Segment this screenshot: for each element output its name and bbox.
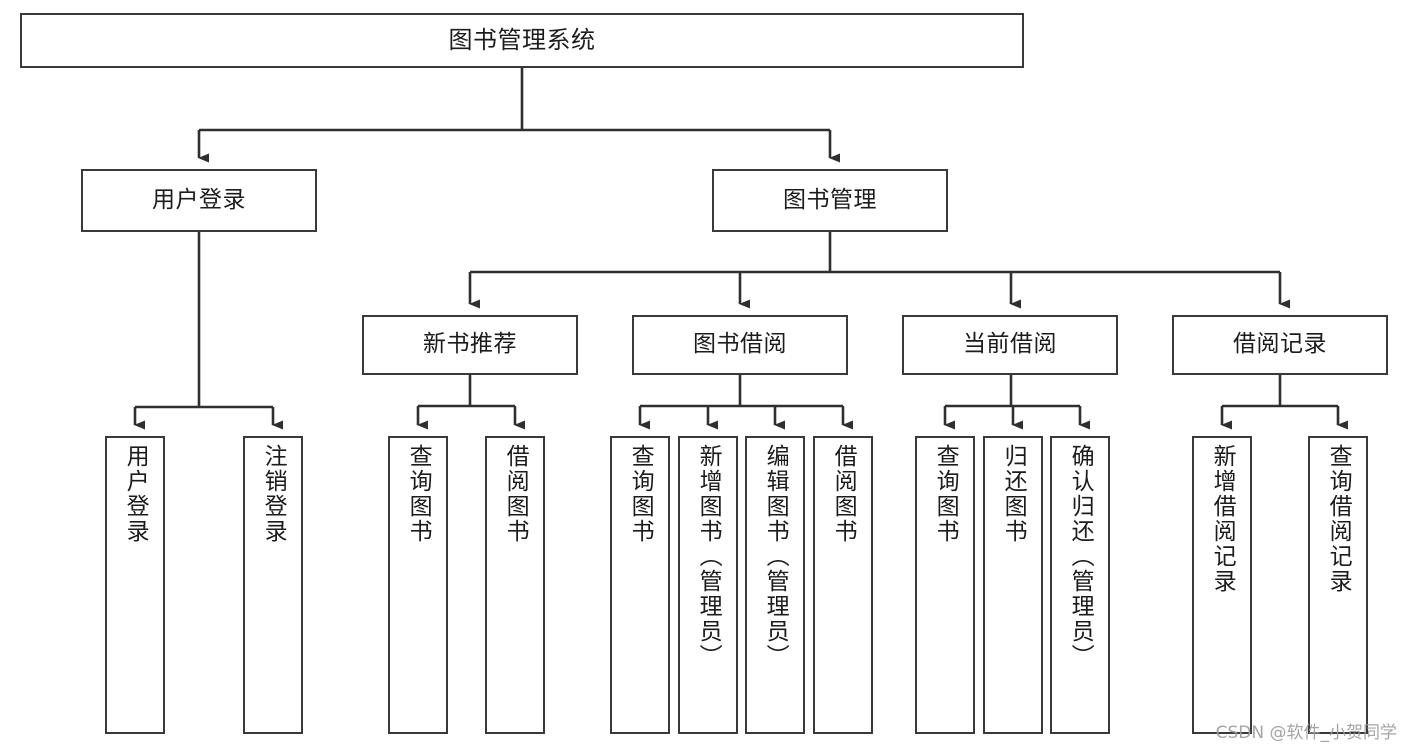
node-label: 新书推荐 <box>423 331 517 358</box>
node-label: 用户登录 <box>122 444 149 544</box>
node-label: 编辑图书（管理员） <box>762 444 789 669</box>
leaf-user-login[interactable]: 用户登录 <box>105 436 165 734</box>
node-user-login[interactable]: 用户登录 <box>81 169 317 232</box>
node-label: 查询借阅记录 <box>1325 444 1352 594</box>
node-book-management[interactable]: 图书管理 <box>712 169 948 232</box>
leaf-borrow-book-2[interactable]: 借阅图书 <box>813 436 873 734</box>
node-label: 查询图书 <box>405 444 432 544</box>
node-label: 图书借阅 <box>693 331 787 358</box>
node-label: 用户登录 <box>152 186 246 213</box>
leaf-confirm-return[interactable]: 确认归还（管理员） <box>1050 436 1110 734</box>
leaf-add-borrow-record[interactable]: 新增借阅记录 <box>1192 436 1252 734</box>
node-new-book-recommend[interactable]: 新书推荐 <box>362 315 578 375</box>
csdn-watermark: CSDN @软件_小贺同学 <box>1215 723 1397 743</box>
node-label: 新增图书（管理员） <box>695 444 722 669</box>
node-label: 确认归还（管理员） <box>1067 444 1094 669</box>
node-book-borrow[interactable]: 图书借阅 <box>632 315 848 375</box>
leaf-logout-login[interactable]: 注销登录 <box>243 436 303 734</box>
leaf-query-borrow-record[interactable]: 查询借阅记录 <box>1308 436 1368 734</box>
node-label: 注销登录 <box>260 444 287 544</box>
leaf-query-book-3[interactable]: 查询图书 <box>915 436 975 734</box>
leaf-add-book[interactable]: 新增图书（管理员） <box>678 436 738 734</box>
node-label: 借阅图书 <box>830 444 857 544</box>
node-label: 借阅记录 <box>1233 331 1327 358</box>
node-label: 归还图书 <box>1000 444 1027 544</box>
node-label: 查询图书 <box>627 444 654 544</box>
node-borrow-record[interactable]: 借阅记录 <box>1172 315 1388 375</box>
node-current-borrow[interactable]: 当前借阅 <box>902 315 1118 375</box>
leaf-edit-book[interactable]: 编辑图书（管理员） <box>745 436 805 734</box>
node-label: 新增借阅记录 <box>1209 444 1236 594</box>
node-label: 图书管理 <box>783 186 877 213</box>
node-label: 借阅图书 <box>502 444 529 544</box>
node-root-book-management-system[interactable]: 图书管理系统 <box>20 13 1024 68</box>
node-label: 查询图书 <box>932 444 959 544</box>
leaf-return-book[interactable]: 归还图书 <box>983 436 1043 734</box>
node-label: 当前借阅 <box>963 331 1057 358</box>
node-label: 图书管理系统 <box>448 26 596 55</box>
leaf-query-book-1[interactable]: 查询图书 <box>388 436 448 734</box>
leaf-query-book-2[interactable]: 查询图书 <box>610 436 670 734</box>
leaf-borrow-book-1[interactable]: 借阅图书 <box>485 436 545 734</box>
